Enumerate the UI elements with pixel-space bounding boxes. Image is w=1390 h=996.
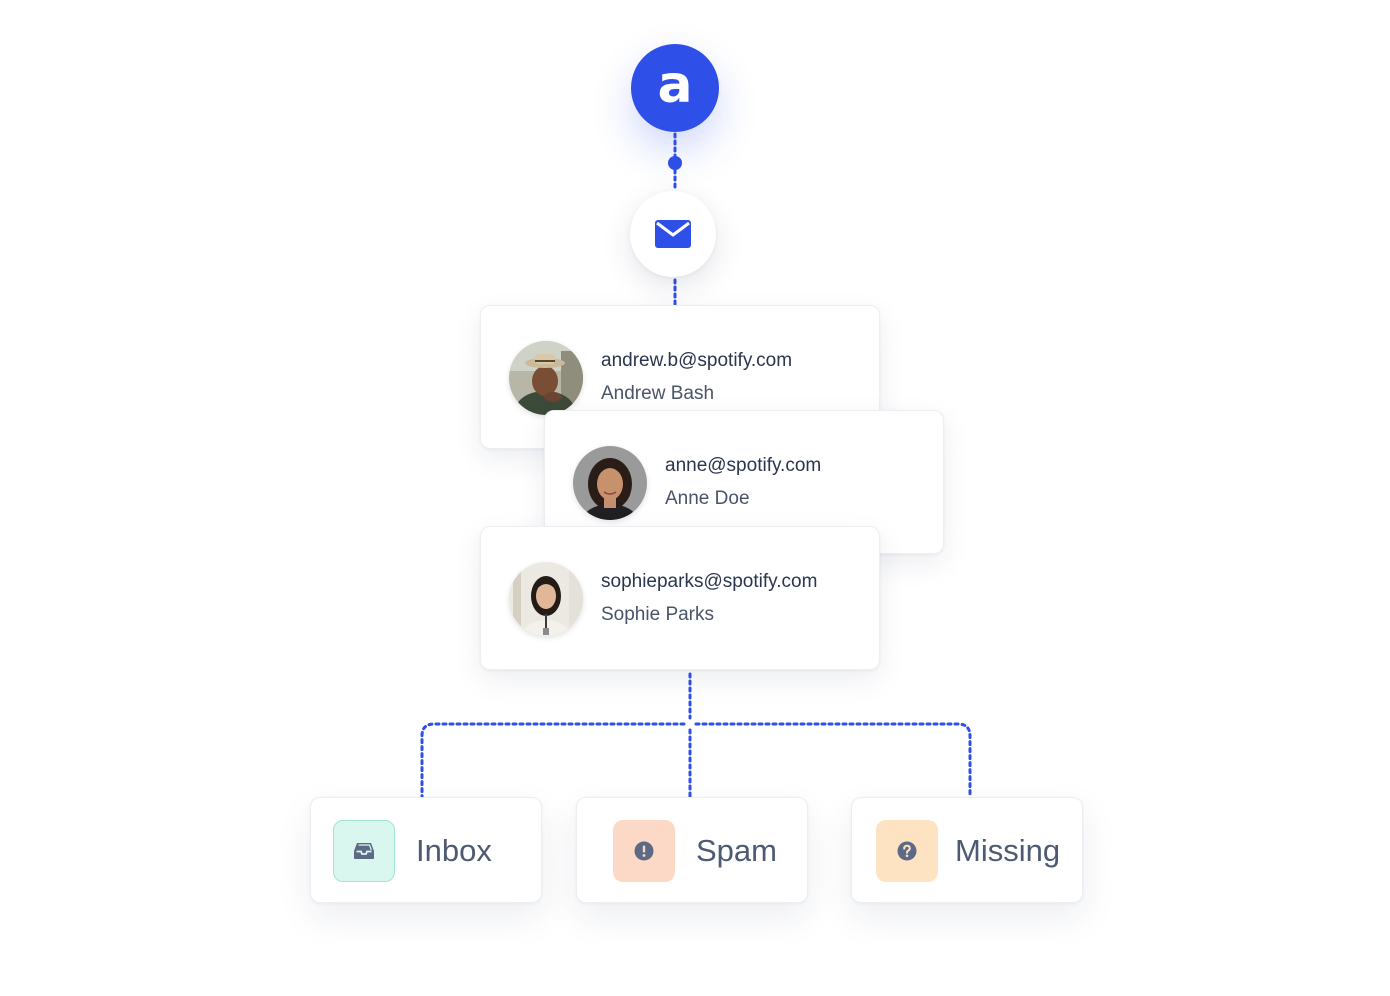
folder-inbox[interactable]: Inbox	[310, 797, 542, 903]
envelope-icon	[655, 220, 691, 248]
folder-label: Missing	[955, 833, 1061, 868]
folder-missing[interactable]: Missing	[851, 797, 1083, 903]
logo-letter: a	[657, 55, 693, 115]
folder-label: Spam	[696, 833, 777, 868]
folder-label: Inbox	[416, 833, 492, 868]
connector-branch-right	[694, 722, 972, 799]
inbox-tray-icon	[354, 843, 374, 859]
contact-email: andrew.b@spotify.com	[601, 350, 793, 371]
contact-name: Anne Doe	[665, 488, 750, 509]
exclamation-icon	[634, 841, 654, 861]
contact-name: Sophie Parks	[601, 604, 715, 625]
question-icon	[897, 841, 917, 861]
inbox-icon-tile	[333, 820, 395, 882]
folder-spam[interactable]: Spam	[576, 797, 808, 903]
connector-dot	[668, 156, 682, 170]
missing-icon-tile	[876, 820, 938, 882]
contact-name: Andrew Bash	[601, 383, 715, 404]
brand-logo: a	[631, 44, 719, 132]
mail-node	[630, 191, 716, 277]
contact-email: sophieparks@spotify.com	[601, 571, 818, 592]
contact-card[interactable]: sophieparks@spotify.com Sophie Parks	[480, 526, 880, 670]
woman-office-avatar	[509, 562, 583, 636]
contact-email: anne@spotify.com	[665, 455, 822, 476]
connector-branch-left	[420, 722, 686, 799]
spam-icon-tile	[613, 820, 675, 882]
man-in-hat-avatar	[509, 341, 583, 415]
woman-dark-hair-avatar	[573, 446, 647, 520]
